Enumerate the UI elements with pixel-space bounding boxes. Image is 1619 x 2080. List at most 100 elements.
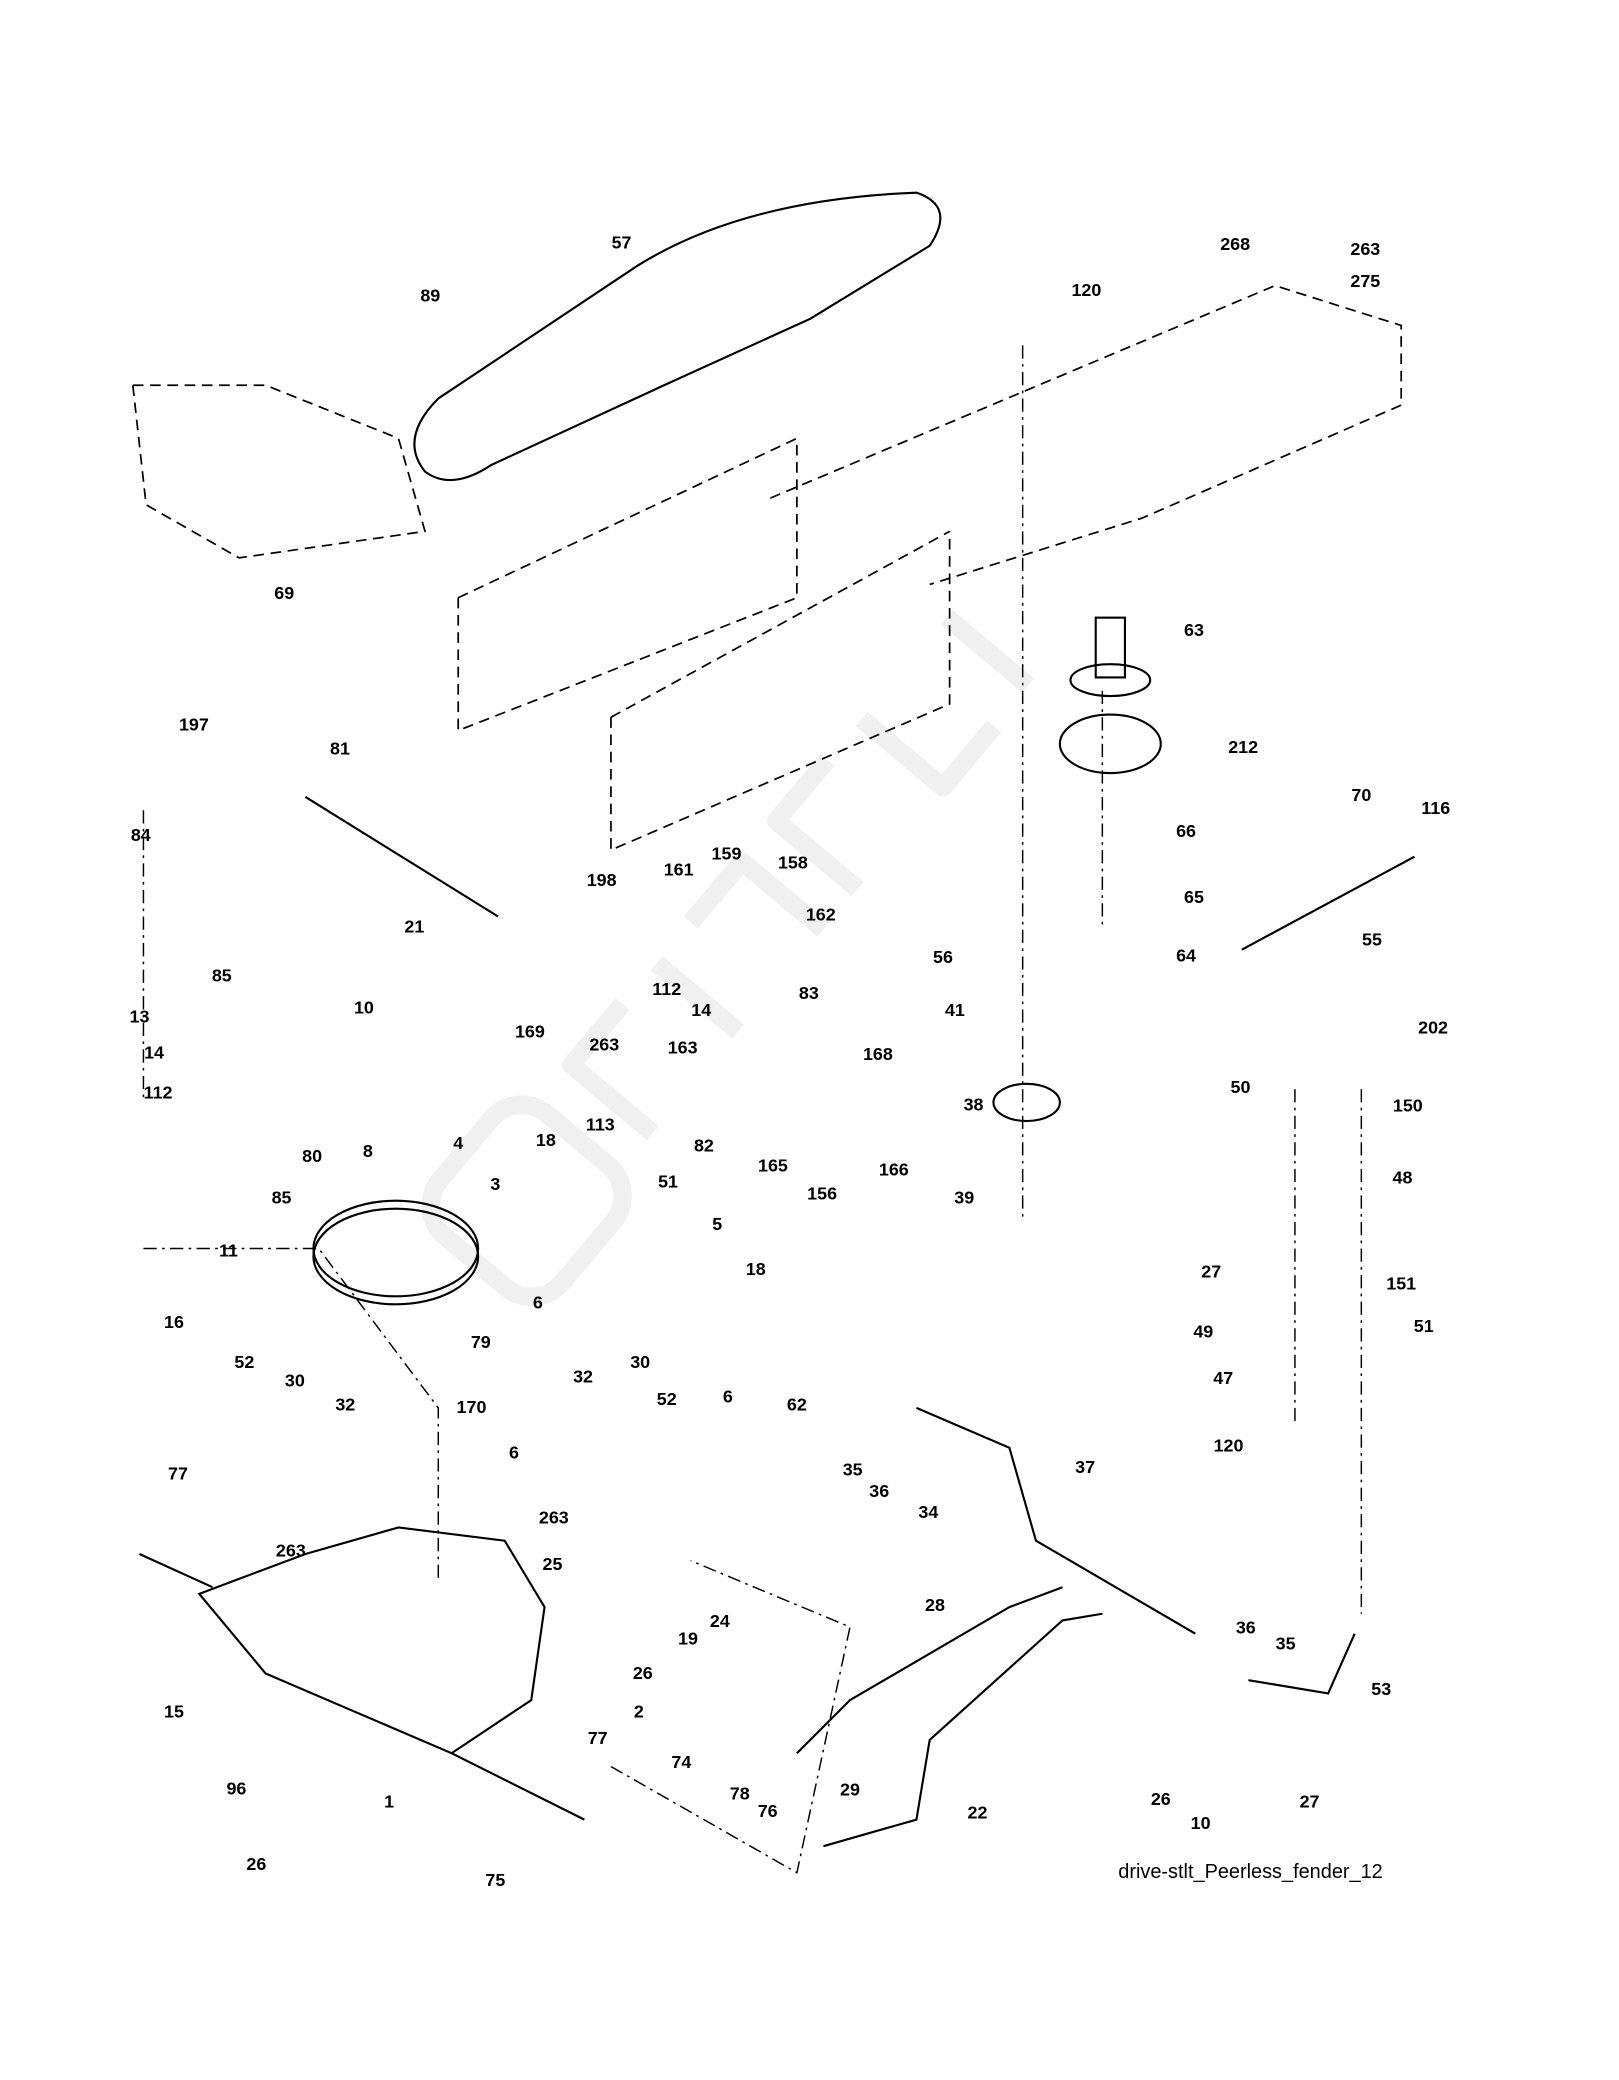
part-label-24: 24 [710, 1611, 730, 1631]
part-label-32: 32 [335, 1395, 355, 1415]
part-label-161: 161 [664, 859, 694, 879]
part-label-26: 26 [633, 1663, 653, 1683]
rod-34 [915, 1406, 1196, 1635]
part-label-57: 57 [612, 232, 632, 252]
part-label-1: 1 [384, 1792, 394, 1812]
part-label-14: 14 [144, 1043, 164, 1063]
spring-55 [1241, 855, 1415, 951]
part-label-84: 84 [131, 825, 151, 845]
part-label-89: 89 [420, 286, 440, 306]
part-label-15: 15 [164, 1701, 184, 1721]
part-label-48: 48 [1393, 1167, 1413, 1187]
part-label-65: 65 [1184, 887, 1204, 907]
part-label-112: 112 [144, 1082, 173, 1102]
part-label-28: 28 [925, 1595, 945, 1615]
part-label-6: 6 [533, 1292, 543, 1312]
part-label-263: 263 [1350, 239, 1380, 259]
part-label-30: 30 [285, 1371, 305, 1391]
part-label-3: 3 [490, 1174, 500, 1194]
part-label-166: 166 [879, 1159, 909, 1179]
part-label-51: 51 [658, 1171, 678, 1191]
part-label-36: 36 [869, 1481, 889, 1501]
pulley-38 [992, 1082, 1061, 1123]
reference-lines [142, 345, 1363, 1874]
part-label-35: 35 [843, 1460, 863, 1480]
part-label-13: 13 [129, 1007, 149, 1027]
part-label-2: 2 [634, 1701, 644, 1721]
part-label-47: 47 [1213, 1368, 1233, 1388]
diagram-caption: drive-stlt_Peerless_fender_12 [1118, 1861, 1382, 1883]
part-label-14: 14 [691, 1000, 711, 1020]
part-label-79: 79 [471, 1332, 491, 1352]
part-label-151: 151 [1386, 1274, 1416, 1294]
transaxle [139, 1526, 585, 1821]
drive-belt [413, 191, 942, 482]
part-label-11: 11 [219, 1240, 238, 1260]
part-label-25: 25 [543, 1554, 563, 1574]
part-label-74: 74 [671, 1752, 691, 1772]
part-label-112: 112 [652, 979, 681, 999]
part-label-159: 159 [712, 843, 742, 863]
part-label-10: 10 [354, 997, 374, 1017]
part-label-34: 34 [918, 1502, 938, 1522]
part-label-113: 113 [586, 1114, 615, 1134]
rod-22 [823, 1612, 1103, 1848]
part-label-10: 10 [1191, 1813, 1211, 1833]
part-label-158: 158 [778, 853, 808, 873]
part-label-29: 29 [840, 1780, 860, 1800]
part-label-263: 263 [539, 1507, 569, 1527]
part-label-32: 32 [573, 1367, 593, 1387]
part-label-96: 96 [226, 1778, 246, 1798]
part-label-78: 78 [730, 1784, 750, 1804]
part-label-27: 27 [1300, 1792, 1320, 1812]
part-label-6: 6 [509, 1442, 519, 1462]
part-label-18: 18 [746, 1259, 766, 1279]
part-label-162: 162 [806, 904, 836, 924]
part-label-120: 120 [1071, 280, 1101, 300]
part-label-197: 197 [179, 715, 209, 735]
part-label-77: 77 [168, 1464, 188, 1484]
part-label-39: 39 [954, 1187, 974, 1207]
part-label-5: 5 [712, 1214, 722, 1234]
part-label-22: 22 [968, 1802, 988, 1822]
part-label-81: 81 [330, 738, 350, 758]
part-label-168: 168 [863, 1044, 893, 1064]
part-label-70: 70 [1351, 785, 1371, 805]
part-label-120: 120 [1214, 1436, 1244, 1456]
part-label-75: 75 [485, 1870, 505, 1890]
part-label-263: 263 [276, 1541, 306, 1561]
part-label-35: 35 [1276, 1634, 1296, 1654]
part-label-21: 21 [404, 916, 424, 936]
part-label-26: 26 [246, 1854, 266, 1874]
part-label-198: 198 [587, 870, 617, 890]
part-label-83: 83 [799, 983, 819, 1003]
part-label-156: 156 [807, 1183, 837, 1203]
rod-81 [304, 796, 499, 918]
part-label-77: 77 [588, 1728, 608, 1748]
chassis-frame [131, 284, 1403, 852]
part-label-41: 41 [945, 1000, 965, 1020]
part-label-18: 18 [536, 1130, 556, 1150]
part-label-150: 150 [1393, 1096, 1423, 1116]
part-label-4: 4 [453, 1133, 463, 1153]
part-label-27: 27 [1201, 1262, 1221, 1282]
rod-53 [1248, 1633, 1356, 1695]
part-label-6: 6 [723, 1387, 733, 1407]
part-label-49: 49 [1193, 1322, 1213, 1342]
part-label-30: 30 [630, 1352, 650, 1372]
part-label-212: 212 [1228, 737, 1258, 757]
part-label-56: 56 [933, 947, 953, 967]
part-label-26: 26 [1151, 1789, 1171, 1809]
part-label-163: 163 [668, 1037, 698, 1057]
pulley-63 [1058, 616, 1162, 775]
part-label-63: 63 [1184, 620, 1204, 640]
part-label-275: 275 [1350, 271, 1380, 291]
part-label-8: 8 [363, 1141, 373, 1161]
part-label-263: 263 [589, 1035, 619, 1055]
part-label-116: 116 [1421, 798, 1450, 818]
part-label-85: 85 [212, 966, 232, 986]
part-label-62: 62 [787, 1395, 807, 1415]
part-label-16: 16 [164, 1312, 184, 1332]
